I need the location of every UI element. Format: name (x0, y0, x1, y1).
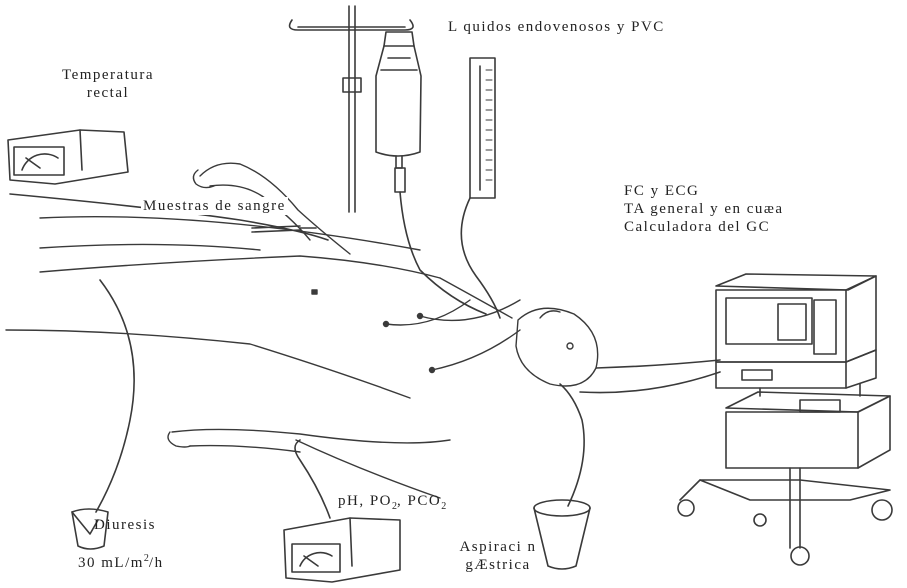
gas-pco2-sub: 2 (441, 501, 446, 512)
diuresis-label: Diuresis (94, 516, 156, 534)
monitor-labels: FC y ECG TA general y en cuæa Calculador… (624, 182, 784, 236)
aspiration-line2: gÆstrica (448, 556, 548, 574)
rectal-temp-line2: rectal (50, 84, 166, 102)
monitor-line3: Calculadora del GC (624, 218, 784, 236)
diuresis-rate-prefix: 30 mL/m (78, 555, 144, 571)
aspiration-line1: Aspiraci n (448, 538, 548, 556)
gas-ph: pH, PO (338, 493, 392, 509)
patient-figure-icon (6, 163, 598, 498)
cvp-manometer-icon (461, 58, 500, 318)
diuresis-rate-label: 30 mL/m2/h (78, 550, 164, 572)
iv-fluids-label: L quidos endovenosos y PVC (448, 18, 665, 36)
rectal-temp-line1: Temperatura (50, 66, 166, 84)
monitor-line2: TA general y en cuæa (624, 200, 784, 218)
diuresis-rate-suffix: /h (149, 555, 164, 571)
aspiration-label: Aspiraci n gÆstrica (448, 538, 548, 574)
gas-sep: , PCO (397, 493, 441, 509)
temperature-monitor-icon (8, 130, 328, 240)
urine-cup-icon (72, 280, 134, 549)
blood-samples-label: Muestras de sangre (141, 197, 288, 215)
cardiac-monitor-cart-icon (678, 274, 892, 565)
rectal-temp-label: Temperatura rectal (50, 66, 166, 102)
monitor-line1: FC y ECG (624, 182, 784, 200)
blood-gas-label: pH, PO2, PCO2 (338, 492, 446, 516)
